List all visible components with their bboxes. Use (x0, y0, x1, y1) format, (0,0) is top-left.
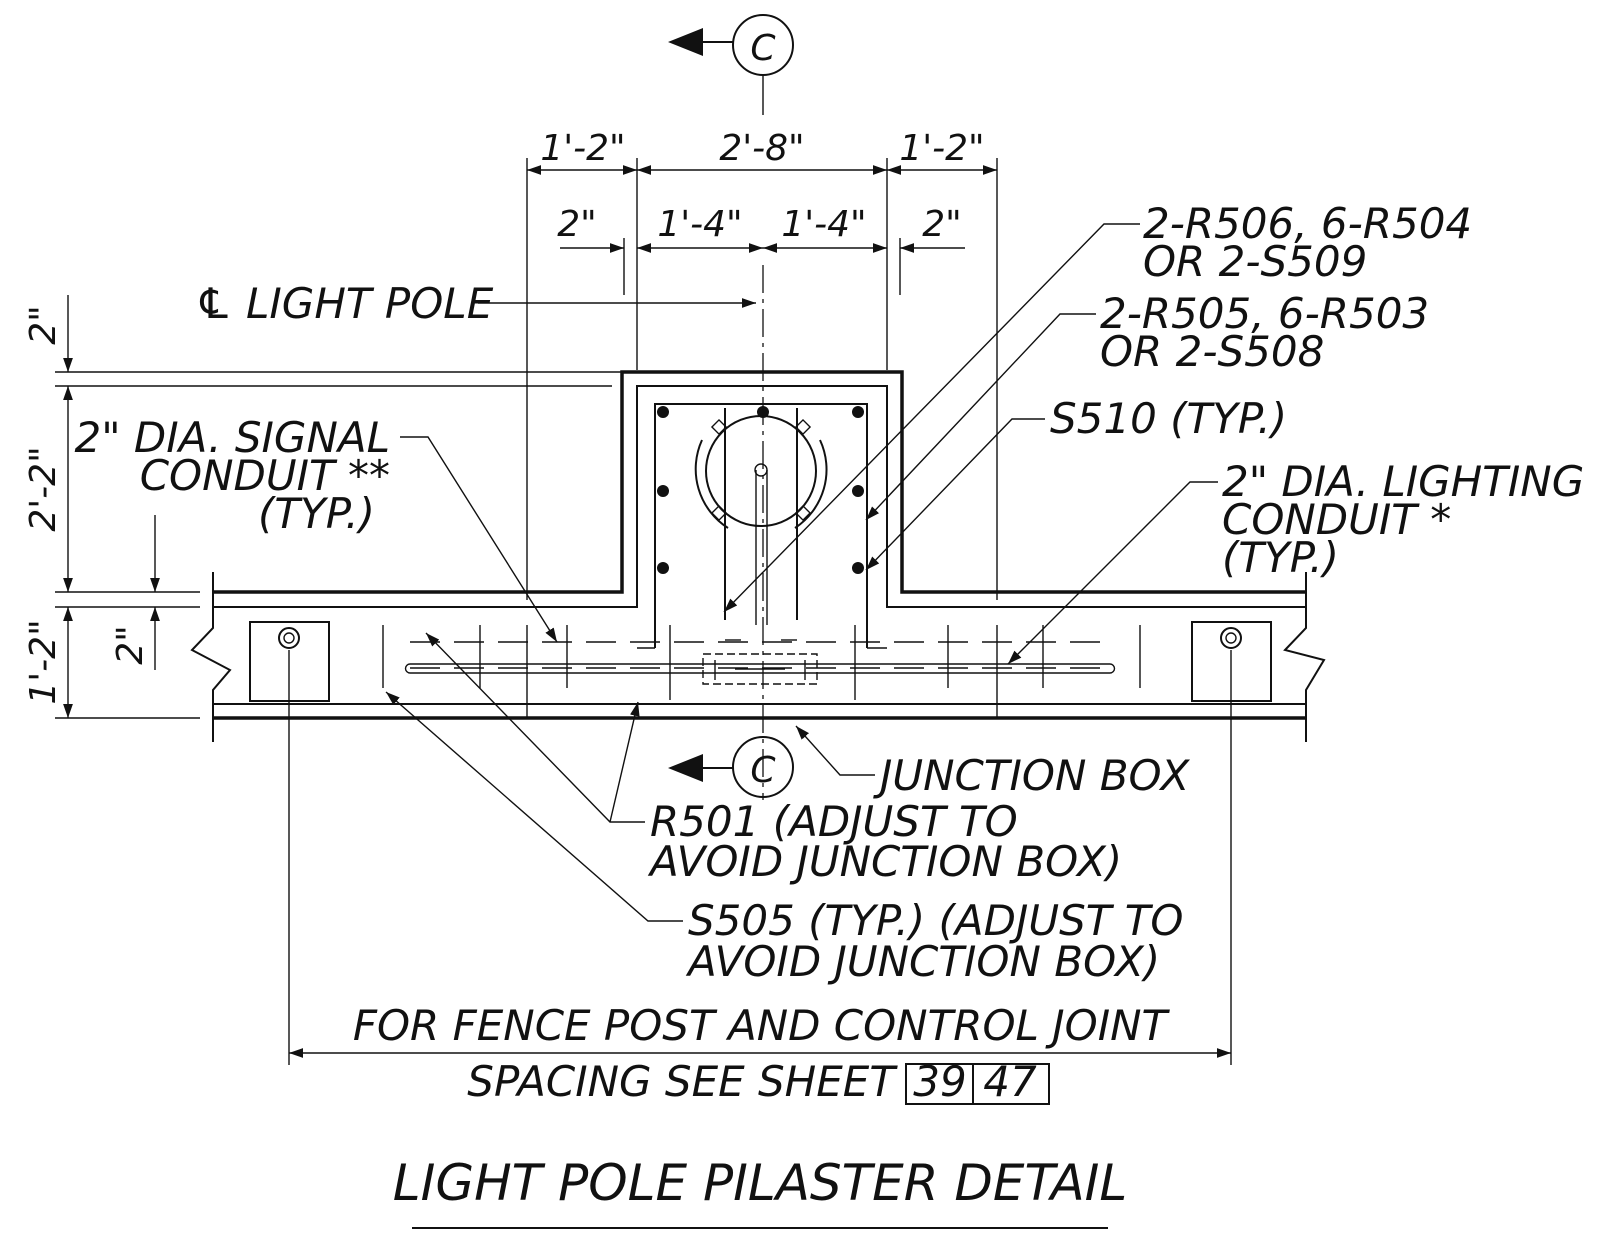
callout-bars-1-line1: 2-R506, 6-R504 (1143, 199, 1472, 248)
rebar-dots (657, 406, 864, 574)
callout-signal-line2: CONDUIT ** (140, 451, 390, 500)
spacing-note-line1: FOR FENCE POST AND CONTROL JOINT (353, 1001, 1171, 1050)
callout-bars-2: 2-R505, 6-R503 OR 2-S508 (865, 289, 1429, 521)
dim-sub-right: 2" (922, 204, 961, 245)
callout-lighting-line3: (TYP.) (1222, 533, 1339, 582)
section-marker-top: C (668, 14, 794, 115)
dim-top-right: 1'-2" (899, 128, 984, 169)
junction-box (702, 653, 818, 685)
dim-top-left: 1'-2" (540, 128, 625, 169)
dim-left-pilaster-height: 2'-2" (23, 446, 64, 531)
callout-s505-line2: AVOID JUNCTION BOX) (685, 937, 1160, 986)
sub-dimension-row: 2" 1'-4" 1'-4" 2" (557, 204, 965, 295)
wall-longitudinal-bars (404, 641, 1116, 674)
callout-stirrup: S510 (TYP.) (865, 394, 1287, 571)
callout-s505: S505 (TYP.) (ADJUST TO AVOID JUNCTION BO… (385, 691, 1183, 986)
sheet-reference-right: 47 (983, 1057, 1037, 1106)
callout-signal-conduit: 2" DIA. SIGNAL CONDUIT ** (TYP.) (75, 413, 558, 643)
callout-s505-line1: S505 (TYP.) (ADJUST TO (688, 896, 1183, 945)
callout-r501: R501 (ADJUST TO AVOID JUNCTION BOX) (425, 632, 1122, 886)
section-marker-bottom-letter: C (750, 750, 776, 791)
callout-stirrup-text: S510 (TYP.) (1050, 394, 1287, 443)
callout-lighting-line1: 2" DIA. LIGHTING (1222, 457, 1584, 506)
dim-sub-left: 2" (557, 204, 596, 245)
top-dimension-row: 1'-2" 2'-8" 1'-2" (526, 128, 998, 600)
callout-lighting-line2: CONDUIT * (1222, 495, 1451, 544)
fence-post-spacing: FOR FENCE POST AND CONTROL JOINT SPACING… (288, 650, 1232, 1106)
callout-lighting-conduit: 2" DIA. LIGHTING CONDUIT * (TYP.) (1007, 457, 1584, 665)
callout-centerline-text: ℄ LIGHT POLE (195, 279, 494, 328)
callout-bars-1-line2: OR 2-S509 (1143, 237, 1367, 286)
callout-bars-2-line1: 2-R505, 6-R503 (1100, 289, 1429, 338)
callout-r501-line2: AVOID JUNCTION BOX) (647, 837, 1122, 886)
section-marker-bottom: C (668, 736, 794, 798)
spacing-note-line2: SPACING SEE SHEET (467, 1057, 898, 1106)
callout-junction-box-text: JUNCTION BOX (873, 751, 1190, 800)
callout-bars-1: 2-R506, 6-R504 OR 2-S509 (723, 199, 1472, 613)
callout-bars-2-line2: OR 2-S508 (1100, 327, 1324, 376)
dim-left-wall-thickness: 1'-2" (23, 619, 64, 704)
callout-signal-line1: 2" DIA. SIGNAL (75, 413, 390, 462)
dim-sub-center-left: 1'-4" (657, 204, 742, 245)
dim-sub-center-right: 1'-4" (781, 204, 866, 245)
wall-outline (190, 370, 1326, 742)
callout-junction-box: JUNCTION BOX (795, 725, 1190, 800)
callout-centerline: ℄ LIGHT POLE (195, 279, 756, 328)
section-marker-bottom-arrow (668, 754, 703, 782)
wall-stirrups (382, 625, 1141, 718)
callout-signal-line3: (TYP.) (258, 489, 375, 538)
dim-top-center: 2'-8" (719, 128, 804, 169)
sheet-reference-box (905, 1063, 1050, 1105)
section-marker-top-letter: C (750, 28, 776, 69)
dim-left-wall-cover: 2" (110, 625, 151, 664)
sheet-reference-left: 39 (913, 1057, 966, 1106)
left-dimension-column: 2" 2'-2" 1'-2" 2" (23, 295, 625, 719)
dim-left-top-cover: 2" (23, 305, 64, 344)
drawing-title: LIGHT POLE PILASTER DETAIL (393, 1154, 1128, 1229)
callout-r501-line1: R501 (ADJUST TO (650, 797, 1018, 846)
section-marker-top-arrow (668, 28, 703, 56)
drawing-title-text: LIGHT POLE PILASTER DETAIL (393, 1154, 1128, 1212)
anchor-bolt-pattern (694, 415, 828, 625)
